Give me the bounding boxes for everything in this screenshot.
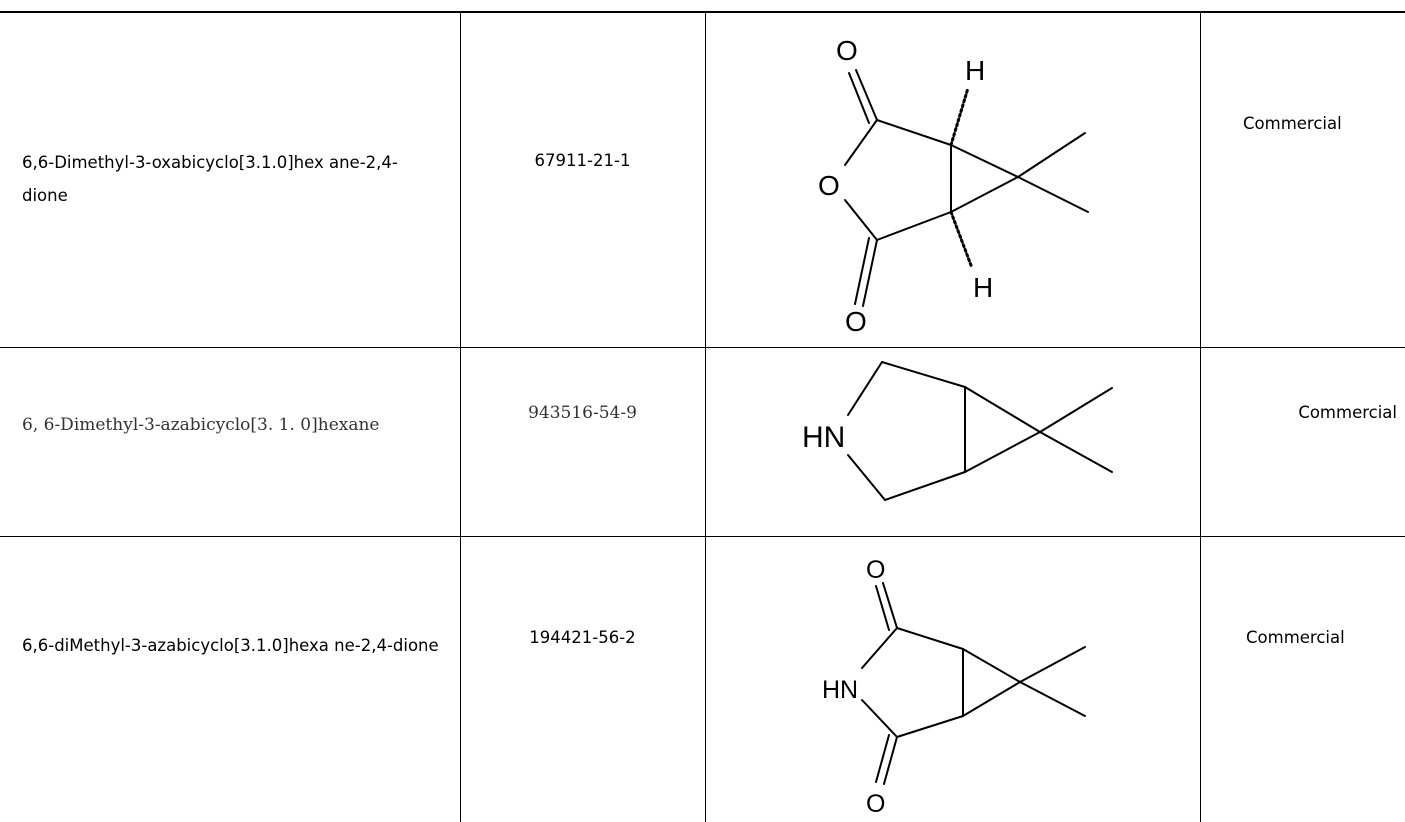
nh-label: HN [802,421,845,454]
cas-number: 67911-21-1 [534,150,631,170]
structure-azabicyclohexane: HN [802,361,1113,501]
oxygen-label: O [818,170,840,201]
oxygen-label: O [845,306,867,337]
row-divider [0,536,1405,537]
oxygen-label: O [866,790,885,818]
column-divider [705,13,706,822]
compound-name: 6,6-Dimethyl-3-oxabicyclo[3.1.0]hex ane-… [22,152,398,205]
row-divider [0,347,1405,348]
source: Commercial [1243,113,1342,133]
oxygen-label: O [836,35,858,66]
structure-azabicyclohexanedione: O HN O [822,556,1086,818]
compound-name: 6,6-diMethyl-3-azabicyclo[3.1.0]hexa ne-… [22,635,439,655]
cas-number: 943516-54-9 [528,402,637,423]
cas-number: 194421-56-2 [529,628,636,647]
table-top-border [0,11,1405,13]
hydrogen-label: H [965,55,985,86]
compound-name: 6, 6-Dimethyl-3-azabicyclo[3. 1. 0]hexan… [22,415,380,435]
nh-label: HN [822,676,858,704]
oxygen-label: O [866,556,885,584]
hydrogen-label: H [973,272,993,303]
structure-oxabicyclohexanedione: O O O H H [818,35,1089,337]
source: Commercial [1246,628,1345,647]
column-divider [460,13,461,822]
column-divider [1200,13,1201,822]
source: Commercial [1298,403,1397,422]
